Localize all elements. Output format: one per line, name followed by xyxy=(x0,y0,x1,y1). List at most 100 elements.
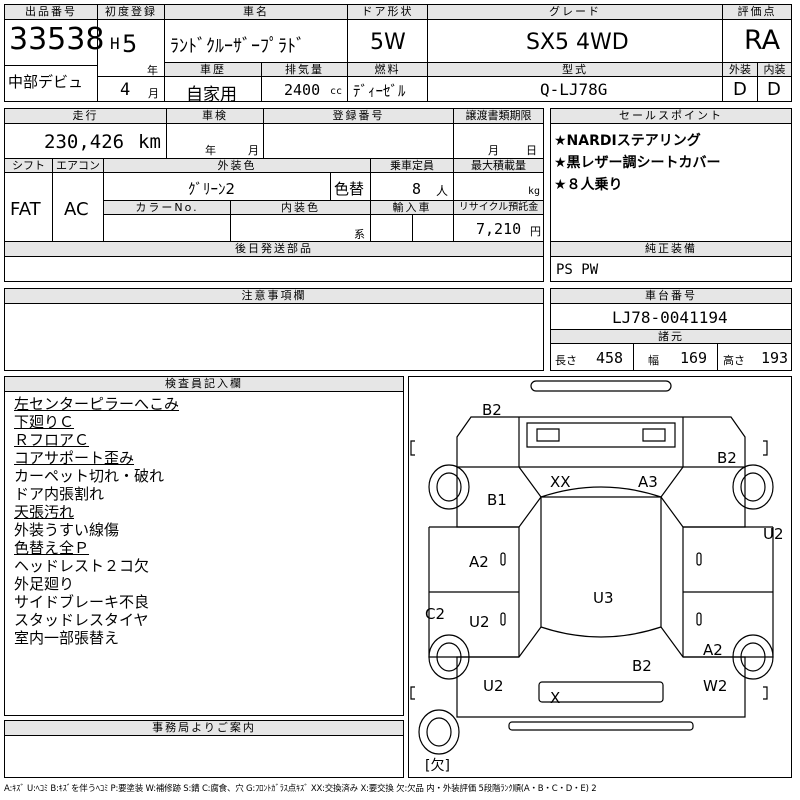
height: 193 xyxy=(761,349,789,367)
inspector-line: 下廻りＣ xyxy=(14,413,75,431)
inspector-line: 色替え全Ｐ xyxy=(14,539,90,557)
mark-b2-right: B2 xyxy=(717,449,737,467)
import-label: 輸入車 xyxy=(371,201,453,215)
inspector-line: ヘッドレスト２コ欠 xyxy=(14,557,150,575)
office-label: 事務局よりご案内 xyxy=(5,721,403,736)
mark-xx: XX xyxy=(550,473,571,491)
model: Q-LJ78G xyxy=(540,80,608,99)
history: 自家用 xyxy=(186,85,237,105)
height-label: 高さ xyxy=(723,354,745,367)
missing-text: 欠 xyxy=(430,758,445,774)
length: 458 xyxy=(596,349,624,367)
inspector-line: スタッドレスタイヤ xyxy=(14,611,149,629)
chassis-label: 車台番号 xyxy=(551,289,791,304)
model-label: 型式 xyxy=(428,63,722,77)
inspection-month: 月 xyxy=(248,144,259,157)
mark-w2: W2 xyxy=(703,677,728,695)
transfer-month: 月 xyxy=(488,144,499,157)
fuel: ﾃﾞｨｰｾﾞﾙ xyxy=(353,82,406,100)
inspector-label: 検査員記入欄 xyxy=(5,377,403,392)
inspector-line: サイドブレーキ不良 xyxy=(14,593,150,611)
fuel-label: 燃料 xyxy=(348,63,427,77)
sales-point-3: ★８人乗り xyxy=(554,177,623,193)
width: 169 xyxy=(680,349,708,367)
disp-unit: cc xyxy=(330,86,343,97)
recycle-label: リサイクル預託金 xyxy=(454,201,543,215)
ac: AC xyxy=(64,199,89,220)
mark-c2: C2 xyxy=(425,605,446,623)
legend: A:ｷｽﾞ U:ﾍｺﾐ B:ｷｽﾞを伴うﾍｺﾐ P:要塗装 W:補修跡 S:錆 … xyxy=(4,784,597,794)
notes-block xyxy=(4,288,544,371)
inspector-line: 天張汚れ xyxy=(14,503,75,521)
door-type: 5W xyxy=(370,30,406,55)
mark-u2-mid: U2 xyxy=(469,613,490,631)
score: RA xyxy=(744,25,781,56)
reg-era: H xyxy=(110,34,120,53)
mark-b2-front: B2 xyxy=(482,401,502,419)
mark-a2-right: A2 xyxy=(703,641,723,659)
score-label: 評価点 xyxy=(723,5,791,20)
detail-block xyxy=(4,108,544,282)
sales-label: セールスポイント xyxy=(551,109,791,124)
inspector-line: 左センターピラーへこみ xyxy=(14,395,180,413)
seats-label: 乗車定員 xyxy=(371,159,453,173)
int-score: D xyxy=(767,79,781,100)
lot-label: 出品番号 xyxy=(5,5,97,20)
equip-value: PS PW xyxy=(556,262,599,278)
inspection-label: 車検 xyxy=(167,109,263,124)
ext-score: D xyxy=(733,79,747,100)
recycle-unit: 円 xyxy=(530,225,541,238)
inspector-line: 室内一部張替え xyxy=(14,629,120,647)
inspection-year: 年 xyxy=(205,144,216,157)
inspector-line: カーペット切れ・破れ xyxy=(14,467,165,485)
color: ｸﾞﾘｰﾝ2 xyxy=(188,180,236,198)
reg-year-unit: 年 xyxy=(147,64,158,77)
spec-label: 諸元 xyxy=(551,330,791,344)
seats-unit: 人 xyxy=(436,184,449,198)
width-label: 幅 xyxy=(648,354,659,367)
inspector-line: 外足廻り xyxy=(14,575,75,593)
sales-point-2: ★黒レザー調シートカバー xyxy=(554,155,721,171)
ext-label: 外装 xyxy=(723,63,757,77)
intcolor-unit: 系 xyxy=(354,228,365,241)
inspector-line: ＲフロアＣ xyxy=(14,431,90,449)
color-label: 外装色 xyxy=(104,159,370,173)
shift-label: シフト xyxy=(5,159,52,173)
equip-label: 純正装備 xyxy=(551,242,791,257)
load-unit: kg xyxy=(528,186,541,197)
shift: FAT xyxy=(10,199,41,220)
equip-block xyxy=(550,241,792,282)
chassis-number: LJ78-0041194 xyxy=(612,308,728,327)
venue: 中部デビュ xyxy=(8,73,84,91)
car-name: ﾗﾝﾄﾞｸﾙｰｻﾞｰﾌﾟﾗﾄﾞ xyxy=(170,36,305,57)
mileage-label: 走行 xyxy=(5,109,166,124)
reg-month: 4 xyxy=(120,80,131,100)
recycle: 7,210 xyxy=(476,220,522,238)
mileage-unit: km xyxy=(138,131,161,153)
missing-mark: [欠] xyxy=(425,758,450,774)
inspector-block xyxy=(4,376,404,716)
notes-label: 注意事項欄 xyxy=(5,289,543,304)
seats: 8 xyxy=(412,180,422,198)
int-label: 内装 xyxy=(758,63,791,77)
mark-a3: A3 xyxy=(638,473,658,491)
mark-b1: B1 xyxy=(487,491,507,509)
reg-label: 初度登録 xyxy=(98,5,164,20)
later-parts-label: 後日発送部品 xyxy=(5,242,543,257)
transfer-day: 日 xyxy=(526,144,537,157)
plate-label: 登録番号 xyxy=(264,109,453,124)
colorno-label: カラーNo. xyxy=(104,201,230,215)
inspector-line: ドア内張割れ xyxy=(14,485,105,503)
length-label: 長さ xyxy=(555,354,577,367)
inspector-line: 外装うすい線傷 xyxy=(14,521,120,539)
intcolor-label: 内装色 xyxy=(231,201,370,215)
mileage: 230,426 xyxy=(44,131,125,153)
damage-diagram: B2 B2 B1 XX A3 U2 A2 U3 C2 U2 B2 A2 U2 W… xyxy=(408,376,792,778)
car-outline xyxy=(410,380,774,755)
mark-x: X xyxy=(550,689,561,707)
load-label: 最大積載量 xyxy=(454,159,543,173)
sales-point-1: ★NARDIステアリング xyxy=(554,133,701,149)
reg-year: 5 xyxy=(122,30,138,58)
name-label: 車名 xyxy=(165,5,347,20)
